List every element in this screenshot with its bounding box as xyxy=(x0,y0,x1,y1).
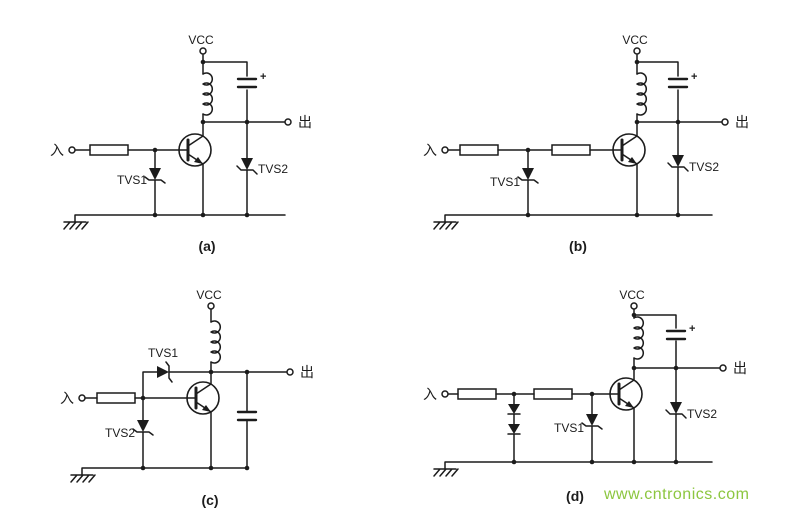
vcc-terminal xyxy=(207,302,215,310)
decoupling-capacitor-icon: + xyxy=(667,71,697,89)
decoupling-capacitor-icon: + xyxy=(236,71,266,89)
plus-sign: + xyxy=(691,71,697,83)
input-terminal xyxy=(78,394,86,402)
vcc-terminal xyxy=(199,47,207,55)
emitter-arrow xyxy=(194,157,203,164)
tvs2-label: TVS2 xyxy=(105,426,135,440)
tvs1-label: TVS1 xyxy=(148,346,178,360)
series-resistor-1-icon xyxy=(459,144,499,156)
circuit-b: + xyxy=(423,33,749,254)
input-label: 入 xyxy=(50,142,64,158)
tvs2-label: TVS2 xyxy=(689,160,719,174)
vcc-label: VCC xyxy=(196,288,222,302)
inductor-icon xyxy=(636,72,647,116)
input-label: 入 xyxy=(423,386,437,402)
output-capacitor-icon xyxy=(236,410,258,422)
output-terminal xyxy=(284,118,292,126)
ground-icon xyxy=(70,474,96,483)
output-label: 出 xyxy=(733,360,747,376)
inductor-icon xyxy=(202,72,213,116)
output-terminal xyxy=(286,368,294,376)
inductor-icon xyxy=(210,320,221,364)
tvs1-diode-icon xyxy=(581,414,603,430)
circuit-d: + xyxy=(423,288,747,504)
series-resistor-2-icon xyxy=(533,388,573,400)
tvs1-diode-icon xyxy=(157,361,173,383)
base-resistor-icon xyxy=(96,392,136,404)
tvs2-diode-icon xyxy=(667,155,689,172)
vcc-label: VCC xyxy=(619,288,645,302)
caption-c: (c) xyxy=(201,492,218,508)
transistor-icon xyxy=(612,133,646,167)
tvs2-diode-icon xyxy=(665,402,687,419)
junction-dots xyxy=(511,312,679,465)
tvs1-label: TVS1 xyxy=(554,421,584,435)
emitter-arrow xyxy=(202,405,211,412)
junction-dots xyxy=(140,369,250,471)
circuit-a: + VCC xyxy=(50,33,312,254)
output-label: 出 xyxy=(298,114,312,130)
tvs2-diode-icon xyxy=(236,158,258,175)
series-resistor-1-icon xyxy=(457,388,497,400)
tvs1-diode-icon xyxy=(144,168,166,184)
output-label: 出 xyxy=(300,364,314,380)
plus-sign: + xyxy=(689,323,695,335)
emitter-arrow xyxy=(628,157,637,164)
tvs2-diode-icon xyxy=(132,420,154,436)
ground-icon xyxy=(433,221,459,230)
input-terminal xyxy=(441,390,449,398)
tvs1-diode-icon xyxy=(517,168,539,184)
caption-d: (d) xyxy=(566,488,584,504)
transistor-icon xyxy=(186,381,220,415)
clamp-diode-1-icon xyxy=(507,404,521,415)
plus-sign: + xyxy=(260,71,266,83)
input-terminal xyxy=(68,146,76,154)
tvs1-label: TVS1 xyxy=(490,175,520,189)
vcc-terminal xyxy=(633,47,641,55)
emitter-arrow xyxy=(625,401,634,408)
decoupling-capacitor-icon: + xyxy=(665,323,695,341)
series-resistor-2-icon xyxy=(551,144,591,156)
output-label: 出 xyxy=(735,114,749,130)
vcc-label: VCC xyxy=(188,33,214,47)
tvs1-label: TVS1 xyxy=(117,173,147,187)
input-label: 入 xyxy=(423,142,437,158)
base-resistor-icon xyxy=(89,144,129,156)
vcc-label: VCC xyxy=(622,33,648,47)
tvs2-label: TVS2 xyxy=(687,407,717,421)
inductor-icon xyxy=(633,316,644,360)
output-terminal xyxy=(719,364,727,372)
clamp-diode-2-icon xyxy=(507,424,521,435)
tvs2-label: TVS2 xyxy=(258,162,288,176)
junction-dots xyxy=(152,59,250,218)
watermark: www.cntronics.com xyxy=(604,486,750,503)
vcc-terminal xyxy=(630,302,638,310)
input-terminal xyxy=(441,146,449,154)
transistor-icon xyxy=(178,133,212,167)
input-label: 入 xyxy=(60,390,74,406)
caption-b: (b) xyxy=(569,238,587,254)
output-terminal xyxy=(721,118,729,126)
ground-icon xyxy=(433,468,459,477)
circuit-c: VCC 入 出 TVS1 TVS2 (c) xyxy=(60,288,314,508)
transistor-icon xyxy=(609,377,643,411)
caption-a: (a) xyxy=(198,238,215,254)
ground-icon xyxy=(63,221,89,230)
junction-dots xyxy=(525,59,681,218)
wires xyxy=(81,308,288,476)
